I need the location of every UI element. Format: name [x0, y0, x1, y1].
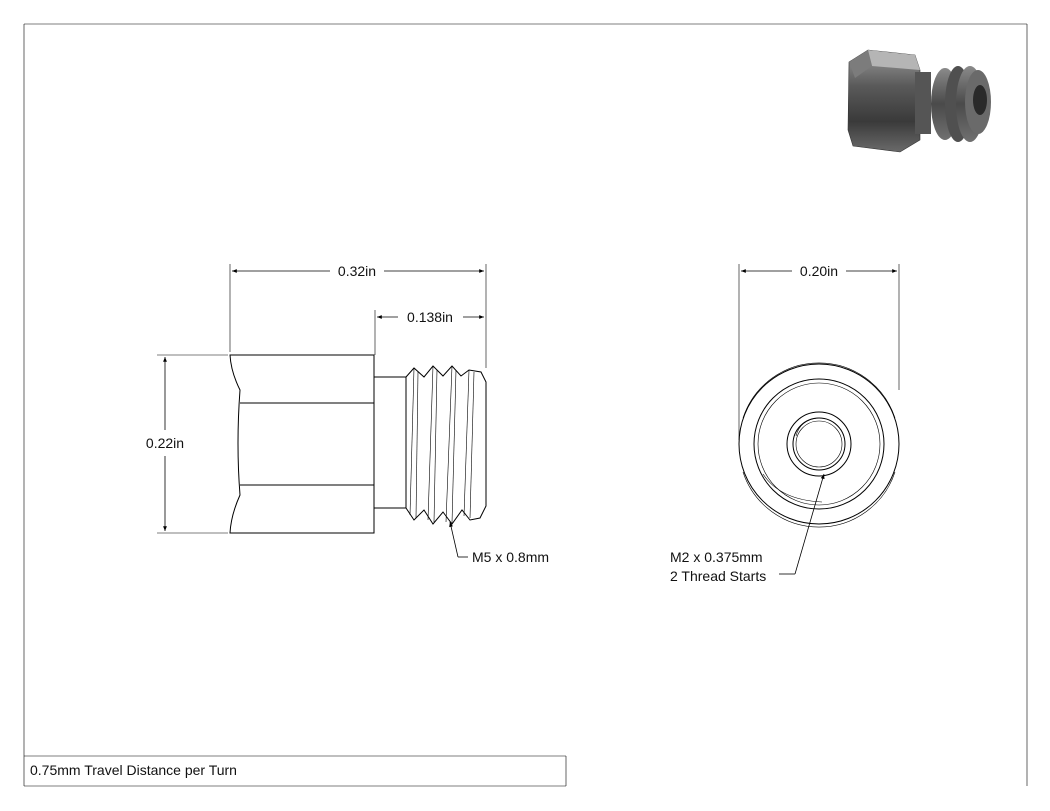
sheet-border	[23, 23, 1028, 787]
thread-length-label: 0.138in	[407, 309, 453, 325]
thread-profile	[405, 365, 487, 525]
internal-thread-callout-line2: 2 Thread Starts	[670, 568, 766, 584]
diameter-label: 0.20in	[800, 263, 838, 279]
isometric-render	[847, 49, 991, 153]
side-view: 0.32in 0.138in 0.22in M5 x 0.8mm	[146, 263, 549, 565]
end-view: 0.20in M2 x 0.375mm 2 Thread Starts	[670, 263, 900, 584]
height-label: 0.22in	[146, 435, 184, 451]
hex-body-outline	[229, 354, 375, 534]
overall-length-label: 0.32in	[338, 263, 376, 279]
footer-note: 0.75mm Travel Distance per Turn	[30, 762, 237, 778]
neck	[374, 376, 407, 509]
external-thread-callout: M5 x 0.8mm	[472, 549, 549, 565]
internal-thread-callout-line1: M2 x 0.375mm	[670, 549, 763, 565]
